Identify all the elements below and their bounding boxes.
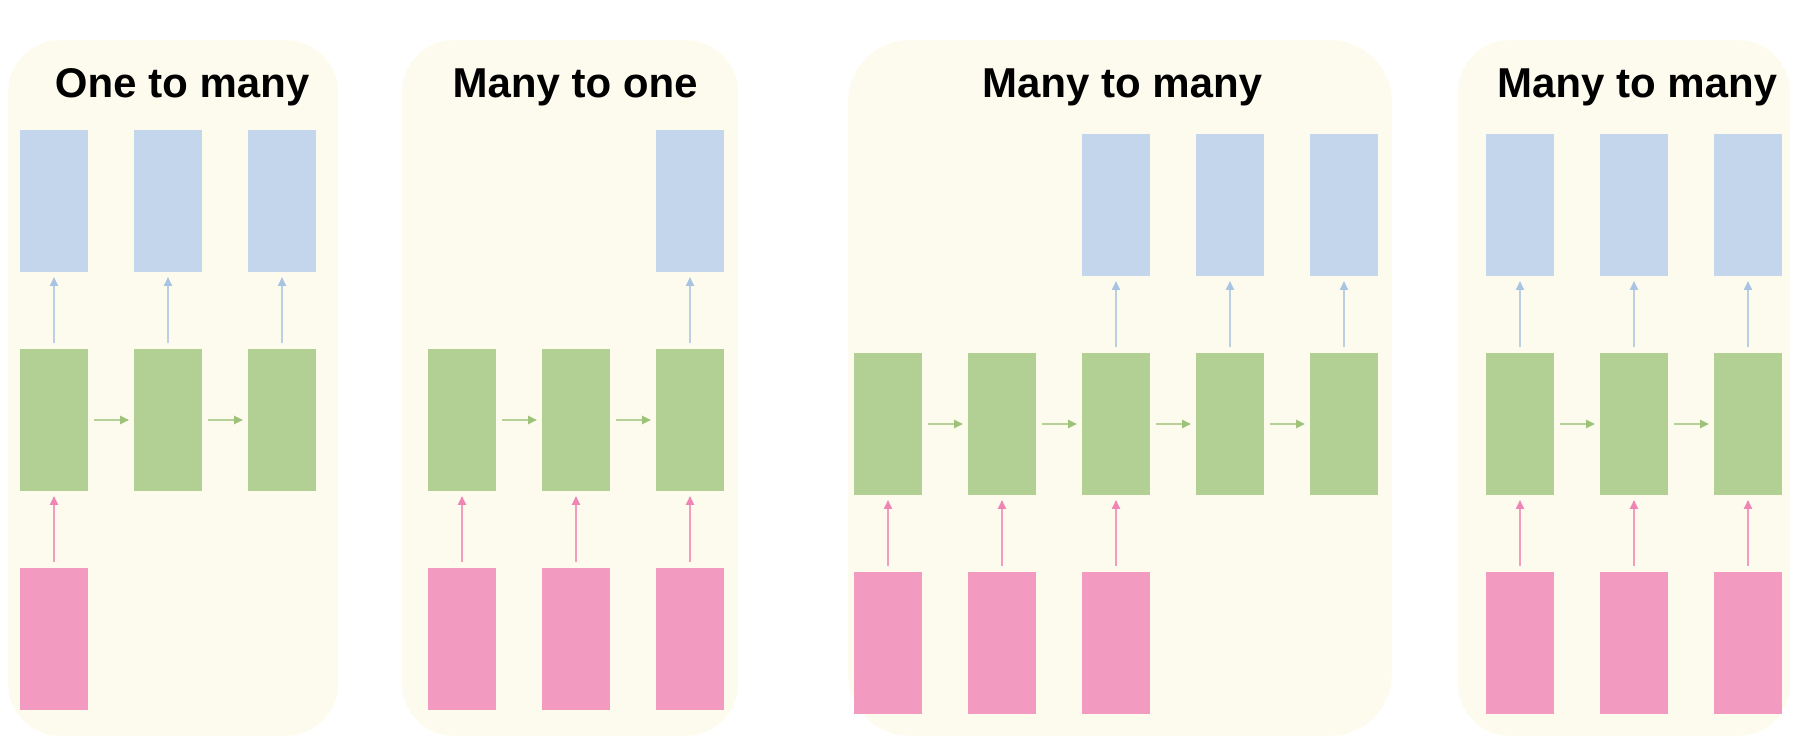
output-block bbox=[1486, 134, 1554, 276]
hidden-state-block bbox=[1600, 353, 1668, 495]
output-block bbox=[20, 130, 88, 272]
output-block bbox=[1196, 134, 1264, 276]
panel-title-many-to-one: Many to one bbox=[452, 59, 697, 106]
hidden-state-block bbox=[854, 353, 922, 495]
input-block bbox=[968, 572, 1036, 714]
input-block bbox=[1714, 572, 1782, 714]
output-block bbox=[1714, 134, 1782, 276]
input-block bbox=[542, 568, 610, 710]
output-block bbox=[1310, 134, 1378, 276]
hidden-state-block bbox=[968, 353, 1036, 495]
hidden-state-block bbox=[1310, 353, 1378, 495]
input-block bbox=[1600, 572, 1668, 714]
output-block bbox=[248, 130, 316, 272]
hidden-state-block bbox=[428, 349, 496, 491]
panel-title-many-to-many-delayed: Many to many bbox=[982, 59, 1263, 106]
hidden-state-block bbox=[134, 349, 202, 491]
output-block bbox=[1082, 134, 1150, 276]
panel-title-many-to-many-synced: Many to many bbox=[1497, 59, 1778, 106]
hidden-state-block bbox=[1486, 353, 1554, 495]
hidden-state-block bbox=[542, 349, 610, 491]
output-block bbox=[656, 130, 724, 272]
hidden-state-block bbox=[656, 349, 724, 491]
input-block bbox=[1082, 572, 1150, 714]
output-block bbox=[1600, 134, 1668, 276]
hidden-state-block bbox=[1196, 353, 1264, 495]
hidden-state-block bbox=[248, 349, 316, 491]
input-block bbox=[20, 568, 88, 710]
hidden-state-block bbox=[1082, 353, 1150, 495]
output-block bbox=[134, 130, 202, 272]
hidden-state-block bbox=[20, 349, 88, 491]
input-block bbox=[1486, 572, 1554, 714]
hidden-state-block bbox=[1714, 353, 1782, 495]
input-block bbox=[428, 568, 496, 710]
input-block bbox=[854, 572, 922, 714]
input-block bbox=[656, 568, 724, 710]
panel-title-one-to-many: One to many bbox=[55, 59, 310, 106]
